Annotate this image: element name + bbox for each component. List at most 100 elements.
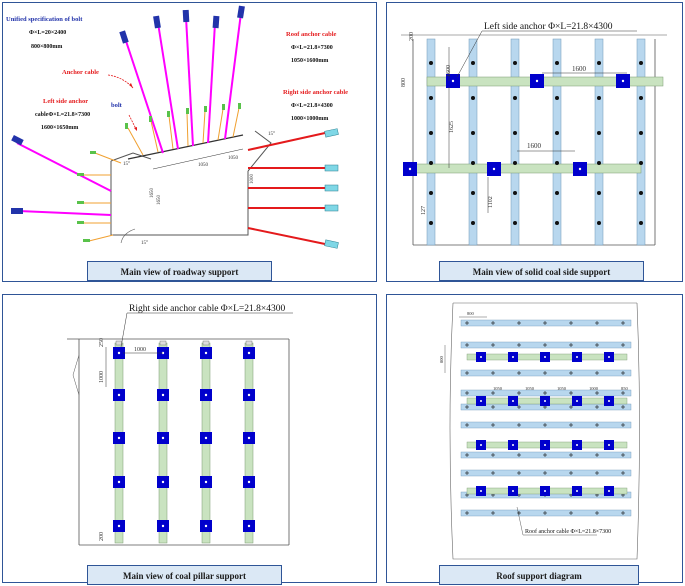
- coal-pillar-anchor-center: [204, 351, 208, 355]
- roof-anchor-center: [480, 356, 482, 358]
- sc-dim-1102: 1102: [488, 196, 494, 208]
- solid-coal-bolt-dot: [513, 221, 517, 225]
- solid-coal-bolt-dot: [597, 131, 601, 135]
- rf-dim-1000: 1000: [589, 386, 599, 391]
- right-cable-size: Φ×L=21.8×4300: [291, 103, 333, 109]
- roof-anchor-center: [512, 490, 514, 492]
- rf-dim-800-left: 800: [439, 356, 444, 364]
- sc-dim-200: 200: [409, 32, 415, 41]
- solid-coal-bolt-dot: [555, 96, 559, 100]
- roof-anchor-center: [480, 444, 482, 446]
- angle-dim: 15°: [268, 132, 275, 137]
- coal-pillar-rod-cap: [202, 340, 210, 346]
- solid-coal-anchor-center: [492, 167, 496, 171]
- solid-coal-panel: 200 800 1600 1600 1600 1625 1102 127 Lef…: [386, 2, 683, 282]
- solid-coal-caption: Main view of solid coal side support: [439, 261, 644, 281]
- right-cable-title: Right side anchor cable: [283, 89, 348, 96]
- coal-pillar-rod-cap: [159, 340, 167, 346]
- solid-coal-bolt-dot: [513, 191, 517, 195]
- roof-dim-1: 1050: [198, 163, 209, 168]
- solid-coal-bolt-dot: [597, 191, 601, 195]
- solid-coal-anchor-center: [408, 167, 412, 171]
- solid-coal-vertical-rod: [510, 38, 520, 246]
- coal-pillar-anchor-center: [204, 524, 208, 528]
- coal-pillar-anchor-center: [204, 480, 208, 484]
- solid-coal-bolt-dot: [597, 221, 601, 225]
- coal-pillar-anchor-center: [117, 436, 121, 440]
- coal-pillar-anchor-center: [117, 393, 121, 397]
- solid-coal-bolt-dot: [639, 61, 643, 65]
- right-side-cables: [247, 132, 326, 245]
- solid-coal-bolt-dot: [597, 161, 601, 165]
- roof-dim-2: 1050: [228, 156, 239, 161]
- roof-anchor-center: [512, 444, 514, 446]
- solid-coal-vertical-rod: [636, 38, 646, 246]
- svg-text:15°: 15°: [123, 162, 130, 167]
- anchor-cable-label: Anchor cable: [62, 69, 99, 76]
- coal-pillar-anchor-center: [161, 524, 165, 528]
- solid-coal-bolt-dot: [471, 221, 475, 225]
- solid-coal-bolt-dot: [555, 191, 559, 195]
- roof-anchor-center: [544, 490, 546, 492]
- bolt-spec-size: Φ×L=20×2400: [29, 30, 66, 36]
- roof-anchor-center: [512, 400, 514, 402]
- solid-coal-bolt-dot: [513, 61, 517, 65]
- coal-pillar-rod-cap: [245, 340, 253, 346]
- anchor-cable-heads: [11, 5, 245, 214]
- solid-coal-rod-bottom: [404, 163, 642, 174]
- roof-bolts: [94, 107, 240, 164]
- roof-drawing: 800 800 1050 1050 1050 1000 850 Roof anc…: [439, 302, 640, 560]
- roof-anchor-center: [576, 400, 578, 402]
- coal-pillar-anchor-center: [161, 436, 165, 440]
- roof-anchor-center: [576, 490, 578, 492]
- cp-dim-250: 250: [99, 338, 105, 347]
- coal-pillar-rod-cap: [115, 340, 123, 346]
- coal-pillar-anchor-center: [161, 480, 165, 484]
- coal-pillar-anchor-center: [247, 436, 251, 440]
- sc-dim-1625: 1625: [449, 121, 455, 133]
- coal-pillar-anchor-plates: [113, 347, 255, 532]
- sc-dim-1600-v: 1600: [446, 65, 452, 77]
- solid-coal-bolt-dot: [429, 221, 433, 225]
- coal-pillar-anchor-center: [117, 524, 121, 528]
- bolt-spec-spacing: 800×800mm: [31, 44, 62, 50]
- right-cable-spacing: 1000×1000mm: [291, 116, 328, 122]
- solid-coal-rod-top: [426, 76, 664, 87]
- solid-coal-vertical-rod: [552, 38, 562, 246]
- sc-dim-127: 127: [421, 206, 427, 215]
- roof-anchor-center: [480, 400, 482, 402]
- bolt-heads: [90, 103, 241, 154]
- left-side-bolts: [83, 174, 114, 242]
- roof-caption: Roof support diagram: [439, 565, 639, 585]
- coal-pillar-drawing: 250 1000 1000 200 Right side anchor cabl…: [67, 304, 293, 546]
- solid-coal-drawing: 200 800 1600 1600 1600 1625 1102 127 Lef…: [401, 21, 667, 246]
- roof-rows: [460, 319, 632, 517]
- roof-anchor-center: [608, 444, 610, 446]
- right-dim: 1000: [250, 174, 255, 185]
- solid-coal-vertical-rods: [426, 38, 646, 246]
- roof-anchor-center: [512, 356, 514, 358]
- solid-coal-bolt-dot: [429, 191, 433, 195]
- solid-coal-anchor-center: [535, 79, 539, 83]
- coal-pillar-anchor-center: [117, 480, 121, 484]
- coal-pillar-anchor-center: [204, 393, 208, 397]
- roadway-panel: 15° 15°: [2, 2, 377, 282]
- roof-anchor-center: [576, 444, 578, 446]
- sc-dim-800: 800: [401, 78, 407, 87]
- coal-pillar-caption: Main view of coal pillar support: [87, 565, 282, 585]
- coal-pillar-anchor-center: [247, 351, 251, 355]
- solid-coal-bolt-dot: [597, 61, 601, 65]
- solid-coal-bolt-dot: [639, 131, 643, 135]
- left-side-bolt-heads: [77, 173, 90, 242]
- svg-text:15°: 15°: [141, 241, 148, 246]
- sc-dim-1600-a: 1600: [572, 65, 587, 73]
- coal-pillar-anchor-center: [161, 393, 165, 397]
- rf-dim-1050-b: 1050: [525, 386, 535, 391]
- solid-coal-anchor-center: [578, 167, 582, 171]
- solid-coal-bolt-dot: [513, 96, 517, 100]
- roof-anchor-center: [608, 490, 610, 492]
- left-anchor-title: Left side anchor: [43, 98, 88, 105]
- roof-cable-title: Roof anchor cable: [286, 31, 337, 38]
- side-dim-1: 1650: [150, 188, 155, 199]
- solid-coal-bolt-dot: [555, 161, 559, 165]
